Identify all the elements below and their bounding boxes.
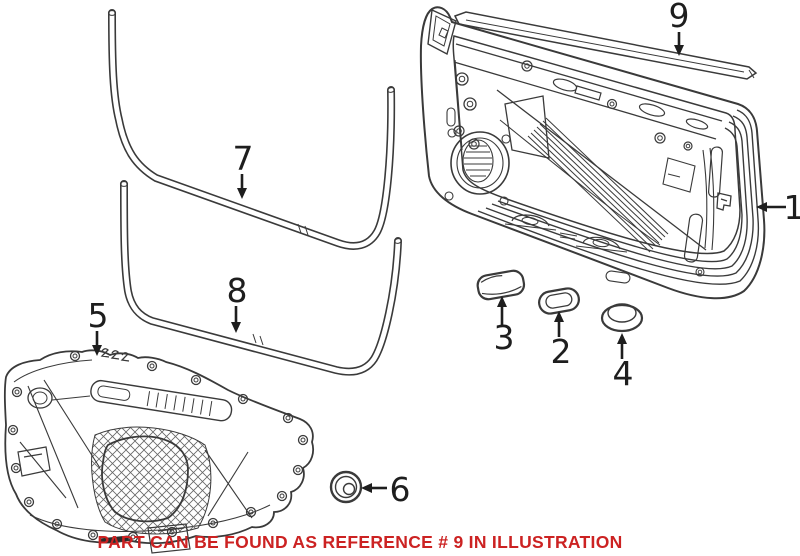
cap-plug-drawing	[476, 269, 526, 301]
callout-6-arrow	[361, 483, 372, 493]
callout-7: 7	[233, 139, 254, 199]
callout-4-arrow	[617, 333, 627, 344]
run-channel-lower-drawing	[119, 180, 402, 376]
callout-8-label: 8	[227, 271, 248, 310]
belt-molding-drawing	[453, 11, 758, 80]
callout-1: 1	[756, 188, 800, 227]
callout-5-label: 5	[88, 296, 109, 335]
callout-2: 2	[551, 311, 572, 371]
door-panel-drawing	[419, 6, 766, 300]
callout-1-label: 1	[784, 188, 800, 227]
grommet-drawing	[329, 470, 363, 504]
callout-2-label: 2	[551, 332, 572, 371]
callout-7-arrow	[237, 188, 247, 199]
run-channel-upper-drawing	[107, 9, 396, 250]
callout-9-arrow	[674, 45, 684, 56]
callout-3-arrow	[497, 296, 507, 307]
callout-5-arrow	[92, 345, 102, 356]
callout-3: 3	[494, 296, 515, 357]
oval-plug-drawing	[538, 287, 580, 315]
callout-5: 5	[88, 296, 109, 356]
callout-6: 6	[361, 470, 411, 509]
callout-2-arrow	[554, 311, 564, 322]
callout-4: 4	[613, 333, 634, 393]
callout-9: 9	[669, 0, 690, 56]
callout-8: 8	[227, 271, 248, 333]
callout-4-label: 4	[613, 354, 634, 393]
callout-1-arrow	[756, 202, 767, 212]
round-plug-drawing	[600, 303, 644, 333]
callout-9-label: 9	[669, 0, 690, 35]
regulator-carrier-drawing	[3, 348, 315, 554]
callout-3-label: 3	[494, 318, 515, 357]
callout-6-label: 6	[390, 470, 411, 509]
callout-8-arrow	[231, 322, 241, 333]
callout-7-label: 7	[233, 139, 254, 178]
reference-note: PART CAN BE FOUND AS REFERENCE # 9 IN IL…	[97, 532, 622, 552]
